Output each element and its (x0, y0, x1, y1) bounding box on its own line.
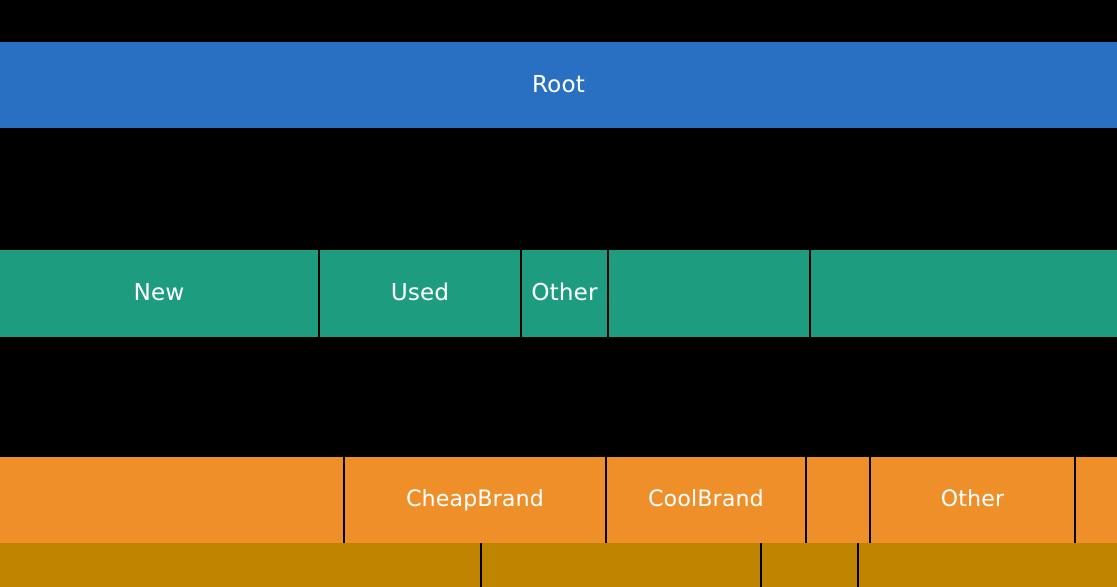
icicle-segment-label: Root (532, 71, 585, 98)
icicle-segment-label: New (133, 280, 185, 306)
icicle-segment-unlabeled-condition-b[interactable] (811, 250, 1117, 337)
icicle-segment-leaf-b[interactable] (482, 543, 760, 587)
icicle-segment-unlabeled-condition-a[interactable] (609, 250, 809, 337)
icicle-segment-other-condition[interactable]: Other (522, 250, 607, 337)
icicle-segment-label: Other (531, 280, 598, 306)
icicle-segment-label: CheapBrand (406, 487, 544, 512)
icicle-segment-label: Other (940, 487, 1005, 512)
icicle-segment-new[interactable]: New (0, 250, 318, 337)
icicle-segment-cheapbrand[interactable]: CheapBrand (345, 457, 605, 543)
icicle-segment-leaf-c[interactable] (762, 543, 857, 587)
icicle-segment-unlabeled-brand-b[interactable] (807, 457, 869, 543)
icicle-segment-leaf-a[interactable] (0, 543, 480, 587)
icicle-segment-root[interactable]: Root (0, 42, 1117, 128)
icicle-segment-other-brand[interactable]: Other (871, 457, 1074, 543)
icicle-segment-label: Used (390, 280, 450, 306)
icicle-segment-unlabeled-brand-a[interactable] (0, 457, 343, 543)
icicle-segment-label: CoolBrand (648, 487, 764, 512)
icicle-segment-coolbrand[interactable]: CoolBrand (607, 457, 805, 543)
icicle-segment-used[interactable]: Used (320, 250, 520, 337)
icicle-segment-unlabeled-brand-c[interactable] (1076, 457, 1117, 543)
icicle-segment-leaf-d[interactable] (859, 543, 1117, 587)
